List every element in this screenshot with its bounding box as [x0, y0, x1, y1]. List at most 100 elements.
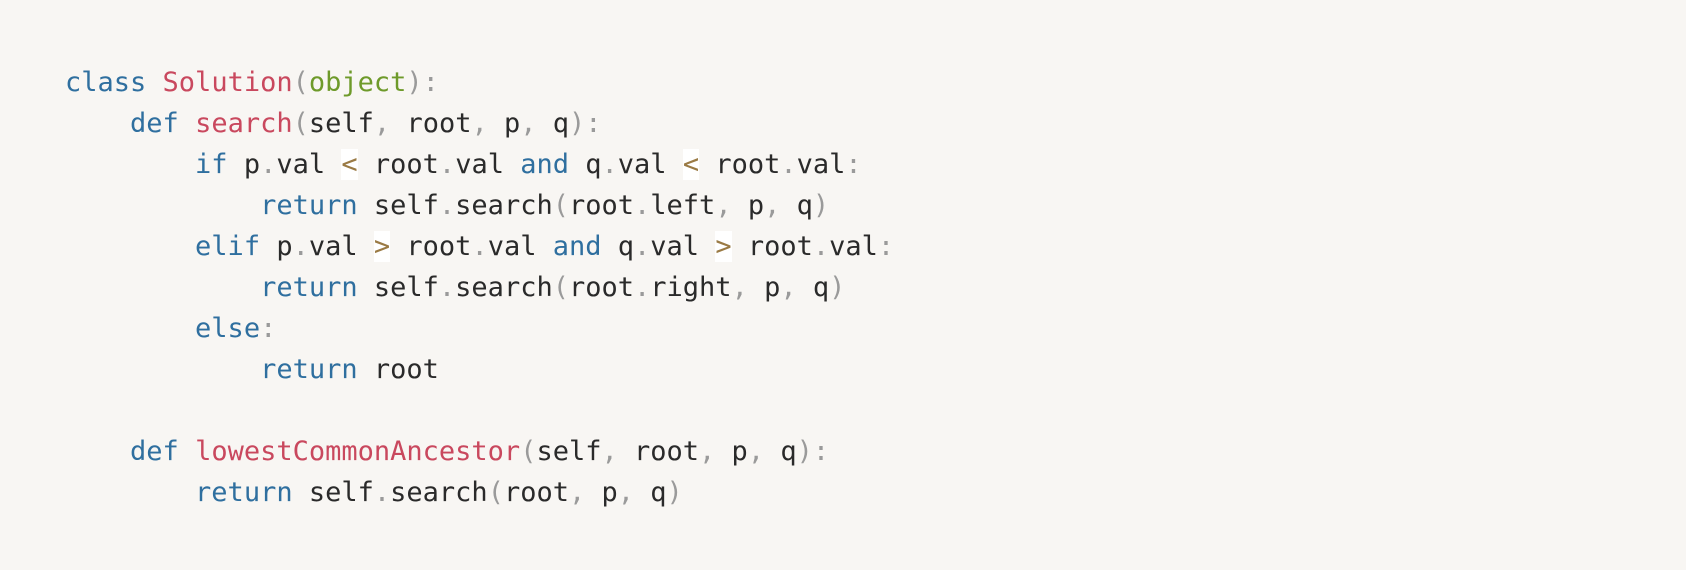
code-token-ident — [179, 108, 195, 139]
code-token-punc: , — [764, 190, 797, 221]
code-token-punc: . — [438, 149, 456, 180]
code-token-punc: , — [373, 108, 407, 139]
code-token-ident: p — [747, 190, 765, 221]
code-token-ident: val — [617, 149, 683, 180]
code-token-ident: root — [731, 231, 813, 262]
code-token-ident: root — [568, 272, 635, 303]
code-token-keyword: if — [195, 149, 228, 180]
code-token-punc: , — [520, 108, 553, 139]
code-token-keyword: return — [195, 477, 293, 508]
code-token-punc: ) — [829, 272, 846, 303]
code-token-ident: self — [536, 436, 602, 467]
code-token-ident: p — [260, 231, 293, 262]
code-token-keyword: class — [65, 67, 147, 98]
code-token-punc: ): — [796, 436, 830, 467]
code-token-keyword: def — [130, 436, 179, 467]
code-token-punc: , — [568, 477, 602, 508]
code-token-ident: q — [650, 477, 667, 508]
code-line: return root — [65, 349, 1686, 390]
code-line: def lowestCommonAncestor(self, root, p, … — [65, 431, 1686, 472]
code-token-punc: . — [438, 272, 456, 303]
code-token-punc: ) — [812, 190, 830, 221]
code-line: class Solution(object): — [65, 62, 1686, 103]
code-token-ident: val — [308, 231, 374, 262]
code-token-punc: . — [373, 477, 391, 508]
code-token-punc: . — [601, 149, 618, 180]
code-line: return self.search(root.right, p, q) — [65, 267, 1686, 308]
code-token-ident — [179, 436, 195, 467]
code-token-name: lowestCommonAncestor — [195, 436, 521, 467]
code-token-punc: ( — [292, 67, 309, 98]
code-token-keyword: else — [195, 313, 261, 344]
code-token-ident: val — [487, 231, 553, 262]
code-token-punc: . — [438, 190, 456, 221]
code-token-punc: , — [471, 108, 504, 139]
code-token-ident: val — [276, 149, 342, 180]
code-token-ident: root — [390, 231, 472, 262]
code-line: def search(self, root, p, q): — [65, 103, 1686, 144]
code-token-ident: root — [406, 108, 472, 139]
code-token-punc: , — [617, 477, 651, 508]
code-token-punc: . — [812, 231, 830, 262]
code-token-punc: , — [601, 436, 634, 467]
code-token-ident — [65, 231, 195, 262]
code-token-keyword: elif — [195, 231, 261, 262]
code-token-ident: left — [650, 190, 716, 221]
code-token-punc: , — [715, 190, 748, 221]
code-token-ident: self — [357, 190, 439, 221]
code-token-punc: : — [877, 231, 895, 262]
code-token-ident — [65, 108, 130, 139]
code-token-punc: . — [260, 149, 277, 180]
code-token-ident: right — [650, 272, 732, 303]
code-token-op: < — [682, 149, 700, 180]
code-token-ident: self — [292, 477, 374, 508]
code-token-punc: ( — [552, 190, 569, 221]
code-token-ident: p — [503, 108, 521, 139]
code-token-ident — [65, 313, 195, 344]
code-token-punc: , — [747, 436, 781, 467]
code-line: if p.val < root.val and q.val < root.val… — [65, 144, 1686, 185]
code-token-ident: p — [227, 149, 261, 180]
code-token-ident — [65, 190, 260, 221]
code-line: return self.search(root, p, q) — [65, 472, 1686, 513]
code-token-ident — [65, 354, 260, 385]
code-token-keyword: and — [520, 149, 569, 180]
code-token-ident: search — [455, 272, 553, 303]
code-token-punc: , — [699, 436, 732, 467]
code-token-keyword: return — [260, 190, 358, 221]
code-token-ident: q — [812, 272, 830, 303]
code-token-ident: root — [357, 354, 439, 385]
code-token-keyword: def — [130, 108, 179, 139]
code-token-keyword: return — [260, 354, 358, 385]
code-token-punc: ( — [292, 108, 309, 139]
code-token-keyword: and — [552, 231, 602, 262]
code-line: elif p.val > root.val and q.val > root.v… — [65, 226, 1686, 267]
code-token-ident — [65, 272, 260, 303]
code-token-name: Solution — [162, 67, 293, 98]
code-token-punc: , — [731, 272, 765, 303]
code-token-op: > — [373, 231, 391, 262]
code-token-punc: . — [634, 231, 651, 262]
code-token-punc: ): — [406, 67, 439, 98]
code-token-ident: self — [357, 272, 439, 303]
code-token-punc: ( — [552, 272, 569, 303]
code-token-ident: root — [357, 149, 439, 180]
code-token-ident: root — [568, 190, 635, 221]
code-token-punc: . — [471, 231, 488, 262]
code-token-ident: root — [503, 477, 569, 508]
code-token-punc: ( — [520, 436, 537, 467]
code-token-ident: q — [569, 149, 602, 180]
code-token-punc: ( — [487, 477, 504, 508]
code-token-punc: ) — [666, 477, 683, 508]
code-token-punc: : — [260, 313, 277, 344]
code-token-ident: q — [601, 231, 635, 262]
code-token-name: search — [195, 108, 293, 139]
code-token-ident: root — [634, 436, 700, 467]
code-token-punc: ): — [569, 108, 602, 139]
code-line: else: — [65, 308, 1686, 349]
code-token-ident: self — [308, 108, 374, 139]
code-token-ident — [146, 67, 162, 98]
code-token-punc: . — [292, 231, 309, 262]
code-line: return self.search(root.left, p, q) — [65, 185, 1686, 226]
